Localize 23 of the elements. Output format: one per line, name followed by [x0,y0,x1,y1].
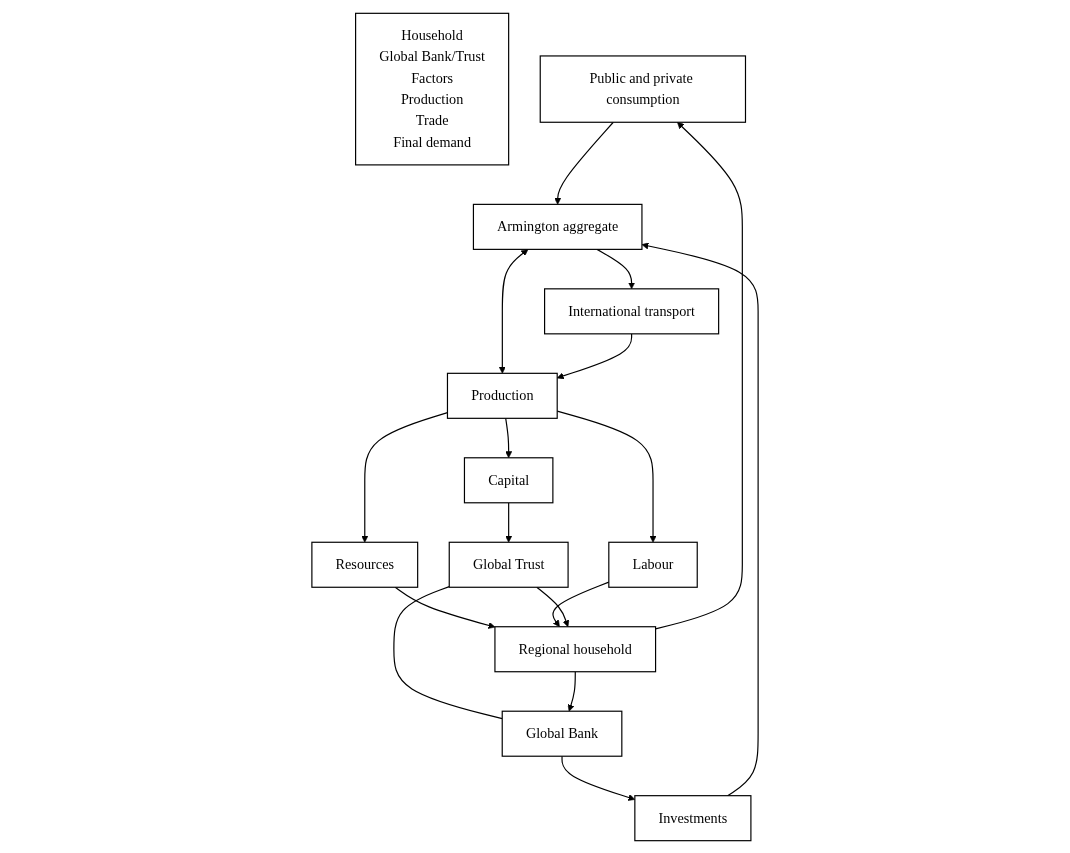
arrow [567,670,576,712]
arrow [641,242,759,796]
arrow [505,501,513,543]
arrow [536,586,570,627]
arrow [596,248,636,289]
node-box: Public and private consumption [539,54,747,123]
arrow [498,248,529,374]
node-box: Investments [634,794,752,841]
connector [393,585,503,719]
node-box: Production [446,372,558,419]
arrow [505,417,513,458]
node-box: Armington aggregate [472,203,643,250]
arrow [655,121,743,629]
arrow [394,586,496,629]
arrow [554,121,614,205]
node-box: International transport [544,287,720,334]
node-box: Global Bank [501,710,623,757]
node-box: Resources [311,541,419,588]
node-box: Household Global Bank/Trust Factors Production Trade Final demand [355,12,510,165]
node-box: Labour [608,541,698,588]
node-box: Regional household [494,625,657,672]
node-box: Capital [463,456,554,503]
node-box: Global Trust [448,541,569,588]
